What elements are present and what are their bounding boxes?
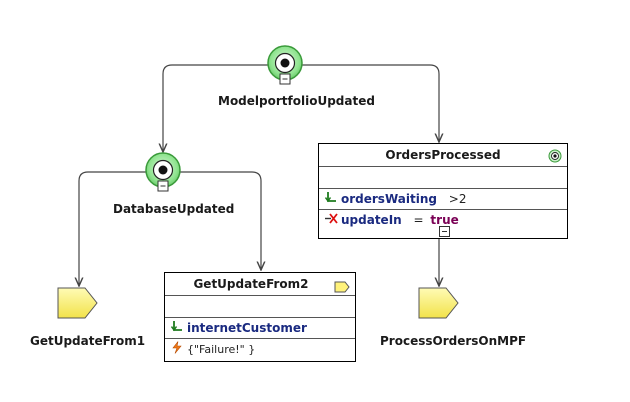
orders-waiting-name: ordersWaiting [341,192,437,206]
orders-processed-title: OrdersProcessed [385,148,501,162]
internet-customer-row: internetCustomer [165,318,355,338]
connector-model-to-orders [302,64,439,142]
signal-label-getupdate-from1: GetUpdateFrom1 [30,334,146,348]
lightning-icon [171,340,187,360]
connector-database-to-getupdate2 [179,171,261,270]
orders-processed-box[interactable]: OrdersProcessed ordersWaiting >2 updateI… [318,143,568,239]
event-database-updated[interactable] [145,152,181,192]
signal-process-orders[interactable] [418,287,459,319]
event-icon [548,148,562,167]
connector-model-to-database [163,64,268,152]
output-cross-icon [325,211,341,231]
update-in-row: updateIn = true [319,210,567,230]
failure-row: {"Failure!" } [165,339,355,359]
input-arrow-icon [324,190,341,210]
event-modelportfolio-updated[interactable] [267,45,303,85]
update-in-name: updateIn [341,213,402,227]
signal-tag-icon [334,278,350,297]
event-label-database: DatabaseUpdated [113,202,235,216]
input-arrow-icon [170,319,187,339]
signal-label-process-orders: ProcessOrdersOnMPF [380,334,527,348]
update-in-value: true [430,213,459,227]
getupdate-from2-title: GetUpdateFrom2 [193,277,309,291]
internet-customer-name: internetCustomer [187,321,307,335]
failure-text: {"Failure!" } [187,343,256,356]
orders-waiting-value: >2 [448,192,467,206]
orders-waiting-row: ordersWaiting >2 [319,189,567,209]
collapse-toggle-icon[interactable] [439,222,450,241]
getupdate-from2-box[interactable]: GetUpdateFrom2 internetCustomer {"Failur… [164,272,356,362]
connector-database-to-getupdate1 [79,171,147,286]
signal-getupdate-from1[interactable] [57,287,98,319]
event-label-modelportfolio: ModelportfolioUpdated [218,94,375,108]
update-in-operator: = [413,213,424,227]
